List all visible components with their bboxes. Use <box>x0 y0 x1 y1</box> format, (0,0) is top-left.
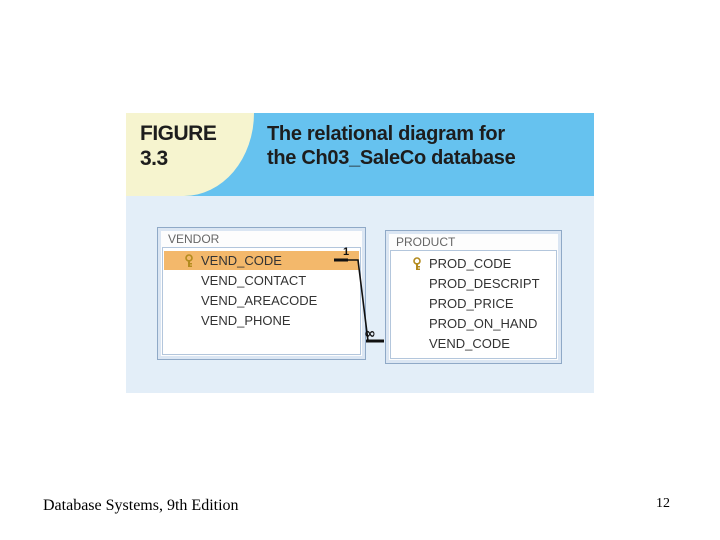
field-row-prod-price[interactable]: PROD_PRICE <box>392 294 555 313</box>
field-row-prod-on-hand[interactable]: PROD_ON_HAND <box>392 314 555 333</box>
field-name: VEND_AREACODE <box>201 293 318 308</box>
vendor-table-fields: VEND_CODE VEND_CONTACT VEND_AREACODE VEN… <box>162 247 361 355</box>
figure-title-line-2: the Ch03_SaleCo database <box>267 147 516 169</box>
figure-number: 3.3 <box>140 147 168 170</box>
field-row-prod-code[interactable]: PROD_CODE <box>392 254 555 273</box>
figure-panel: FIGURE 3.3 The relational diagram for th… <box>126 113 594 393</box>
figure-label-word: FIGURE <box>140 122 217 145</box>
field-name: VEND_CODE <box>201 253 282 268</box>
figure-title-line-1: The relational diagram for <box>267 123 505 145</box>
field-row-vend-areacode[interactable]: VEND_AREACODE <box>164 291 359 310</box>
many-side-label: ∞ <box>364 326 376 342</box>
relationship-line: 1 ∞ <box>334 246 384 343</box>
figure-label: FIGURE 3.3 <box>140 121 217 171</box>
key-icon <box>184 254 194 268</box>
field-row-vend-code[interactable]: VEND_CODE <box>164 251 359 270</box>
field-name: VEND_PHONE <box>201 313 291 328</box>
footer-book-title: Database Systems, 9th Edition <box>43 497 239 514</box>
field-name: VEND_CONTACT <box>201 273 307 288</box>
field-name: PROD_PRICE <box>429 296 514 311</box>
one-side-label: 1 <box>343 246 349 258</box>
field-row-vend-code-fk[interactable]: VEND_CODE <box>392 334 555 353</box>
figure-header: FIGURE 3.3 The relational diagram for th… <box>126 113 594 196</box>
field-name: PROD_ON_HAND <box>429 316 538 331</box>
product-table-title: PRODUCT <box>396 235 456 249</box>
field-name: VEND_CODE <box>429 336 510 351</box>
field-row-vend-contact[interactable]: VEND_CONTACT <box>164 271 359 290</box>
product-table-fields: PROD_CODE PROD_DESCRIPT PROD_PRICE PROD_… <box>390 250 557 359</box>
field-row-vend-phone[interactable]: VEND_PHONE <box>164 311 359 330</box>
key-icon <box>412 257 422 271</box>
vendor-table[interactable]: VENDOR VEND_CODE VEND_CONTACT VEND_AREAC… <box>157 227 366 360</box>
figure-title: The relational diagram for the Ch03_Sale… <box>267 122 587 170</box>
product-table[interactable]: PRODUCT PROD_CODE PROD_DESCRIPT PROD_PRI… <box>385 230 562 364</box>
vendor-table-title: VENDOR <box>168 232 220 246</box>
field-name: PROD_DESCRIPT <box>429 276 540 291</box>
field-name: PROD_CODE <box>429 256 512 271</box>
page-number: 12 <box>656 496 670 511</box>
field-row-prod-descript[interactable]: PROD_DESCRIPT <box>392 274 555 293</box>
